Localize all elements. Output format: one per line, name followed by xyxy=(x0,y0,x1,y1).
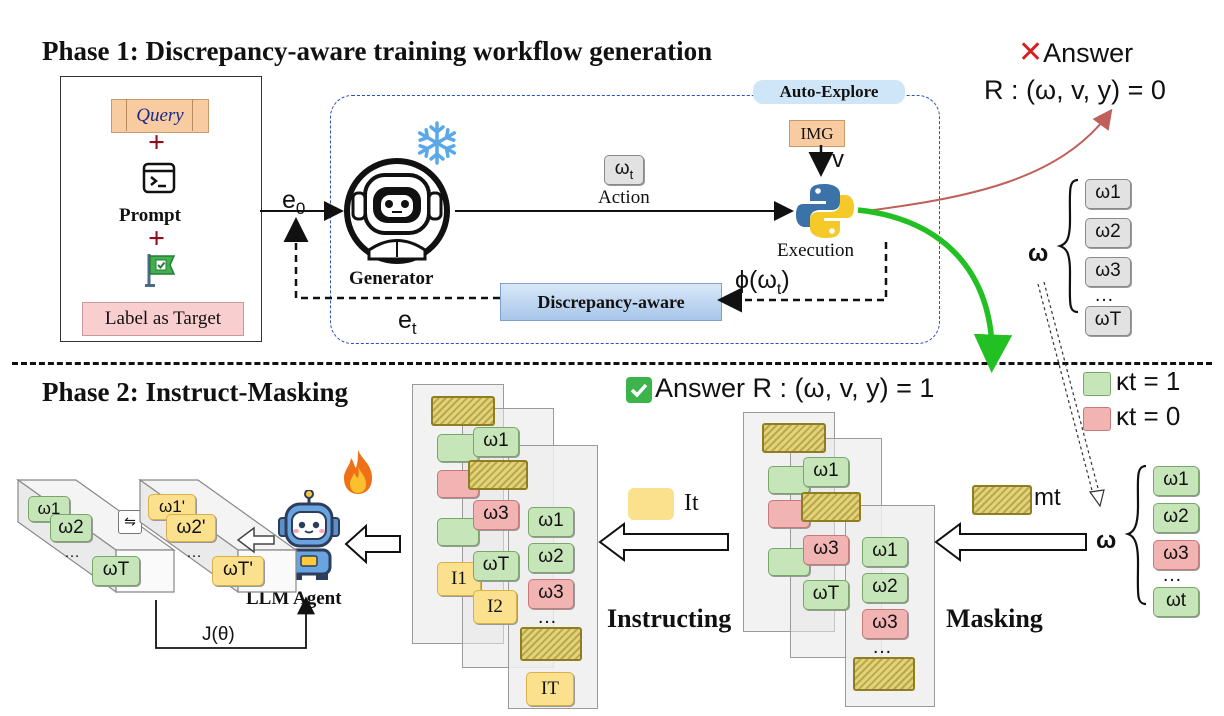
instr-I2: I2 xyxy=(473,590,517,624)
llm-agent-robot-icon xyxy=(274,489,344,586)
execution-label: Execution xyxy=(777,240,855,261)
img-box: IMG xyxy=(789,120,845,147)
brace-bottom xyxy=(1124,464,1147,606)
instructing-label: Instructing xyxy=(607,604,732,633)
omega-label-top: ω xyxy=(1028,240,1049,267)
brace-top xyxy=(1056,178,1079,314)
seq-token-1: ω1 xyxy=(1085,179,1131,209)
mseq-token-3: ω3 xyxy=(1153,540,1199,570)
instr-front-ellipsis: … xyxy=(537,606,557,628)
instr-front-mask xyxy=(520,627,582,661)
omega-label-bottom: ω xyxy=(1096,527,1117,554)
mseq-token-2: ω2 xyxy=(1153,503,1199,533)
legend-red-swatch xyxy=(1083,407,1111,431)
mseq-token-t: ωt xyxy=(1153,587,1199,617)
masked-back-mask xyxy=(762,423,826,453)
fire-icon xyxy=(338,448,378,500)
check-icon xyxy=(626,377,652,403)
phase-separator xyxy=(12,362,1212,365)
masked-front-w3: ω3 xyxy=(862,609,908,639)
phase2-title: Phase 2: Instruct-Masking xyxy=(42,377,349,407)
input-slab-ellipsis: … xyxy=(64,544,80,561)
loss-bracket xyxy=(155,596,315,649)
masked-mid-wT: ωT xyxy=(803,580,849,610)
e0-label: e0 xyxy=(282,186,306,218)
llm-agent-label: LLM Agent xyxy=(246,588,342,609)
generator-robot-icon xyxy=(341,155,453,271)
mseq-token-1: ω1 xyxy=(1153,466,1199,496)
arrow-fail xyxy=(857,108,1113,213)
action-label: Action xyxy=(598,187,650,208)
arrow-dotted xyxy=(1037,283,1095,499)
phase1-title: Phase 1: Discrepancy-aware training work… xyxy=(42,36,713,66)
terminal-icon xyxy=(142,162,176,198)
arrow-feedback-phi xyxy=(717,242,888,313)
instr-mid-mask xyxy=(468,460,528,490)
instr-mid-wT: ωT xyxy=(473,551,519,581)
discrepancy-aware-box: Discrepancy-aware xyxy=(500,283,722,321)
instr-mid-w3: ω3 xyxy=(473,500,519,530)
input-slab-wT: ωT xyxy=(92,556,140,586)
et-label: et xyxy=(398,306,417,338)
v-label: v xyxy=(832,146,844,173)
fail-equation: R : (ω, v, y) = 0 xyxy=(984,75,1166,105)
masked-front-ellipsis: … xyxy=(872,636,892,658)
flag-check-icon xyxy=(144,252,178,292)
python-icon xyxy=(794,180,856,246)
masked-front-w2: ω2 xyxy=(862,573,908,603)
arrow-masking xyxy=(934,522,1087,562)
seq-ellipsis: … xyxy=(1094,284,1114,306)
cross-icon: ✕ xyxy=(1018,36,1044,69)
query-label: Query xyxy=(136,105,184,126)
mt-label: mt xyxy=(1034,484,1061,511)
output-slab-wT: ωT' xyxy=(212,556,264,586)
arrow-to-output xyxy=(236,526,275,554)
masked-front-mask xyxy=(853,657,915,691)
label-target-box: Label as Target xyxy=(82,302,244,336)
fail-answer: ✕Answer xyxy=(1018,36,1134,69)
output-slab-ellipsis: … xyxy=(186,544,202,561)
instr-back-w2 xyxy=(437,434,479,462)
instr-IT: IT xyxy=(526,672,574,706)
masked-mid-w3: ω3 xyxy=(803,535,849,565)
instr-mid-w1: ω1 xyxy=(473,427,519,457)
mseq-ellipsis: … xyxy=(1162,564,1182,586)
masked-mid-mask xyxy=(801,492,861,522)
prompt-label: Prompt xyxy=(119,205,181,226)
arrow-success xyxy=(857,207,1013,373)
instruction-token-icon xyxy=(628,488,674,520)
legend-kappa1: κt = 1 xyxy=(1116,366,1181,396)
success-answer: Answer R : (ω, v, y) = 1 xyxy=(655,373,935,403)
seq-token-2: ω2 xyxy=(1085,218,1131,248)
output-slab-w2: ω2' xyxy=(166,514,216,542)
masked-front-w1: ω1 xyxy=(862,537,908,567)
plus-sign-1: + xyxy=(148,126,166,159)
instr-back-wT xyxy=(437,518,479,546)
plus-sign-2: + xyxy=(148,222,166,255)
arrow-feedback-et xyxy=(283,217,500,300)
legend-green-swatch xyxy=(1083,372,1111,396)
snowflake-icon xyxy=(412,118,462,172)
action-token: ωt xyxy=(604,155,644,185)
mask-token-icon xyxy=(972,485,1032,515)
masked-mid-w1: ω1 xyxy=(803,457,849,487)
instr-front-w2: ω2 xyxy=(528,543,574,573)
auto-explore-label: Auto-Explore xyxy=(753,80,905,104)
instr-back-mask xyxy=(431,396,495,426)
generator-label: Generator xyxy=(349,268,434,289)
masking-label: Masking xyxy=(946,604,1043,633)
instr-front-w1: ω1 xyxy=(528,507,574,537)
loss-label: J(θ) xyxy=(202,624,235,645)
seq-token-3: ω3 xyxy=(1085,257,1131,287)
legend-kappa0: κt = 0 xyxy=(1116,401,1181,431)
it-label: It xyxy=(684,490,699,516)
arrow-instructing xyxy=(598,522,729,562)
seq-token-T: ωT xyxy=(1085,306,1131,336)
input-slab-w2: ω2 xyxy=(50,514,92,542)
arrow-to-agent xyxy=(344,523,401,565)
swap-icon: ⇋ xyxy=(118,510,142,534)
instr-front-w3: ω3 xyxy=(528,579,574,609)
